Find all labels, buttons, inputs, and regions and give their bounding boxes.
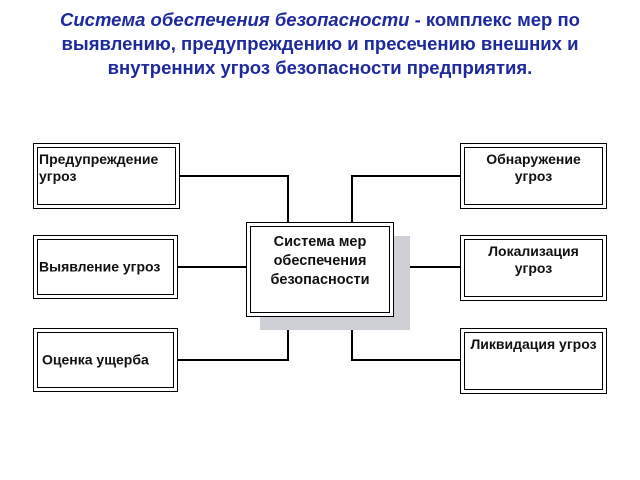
right-box-liquidation: Ликвидация угроз: [460, 328, 607, 394]
link-top-right: [351, 175, 460, 225]
right-box-localization-frame: [464, 239, 603, 297]
right-box-liquidation-label: Ликвидация угроз: [470, 336, 597, 352]
left-box-damage-label: Оценка ущерба: [42, 351, 149, 368]
center-box-frame: [250, 226, 390, 313]
center-box: Система мер обеспечения безопасности: [246, 222, 394, 317]
center-box-label: Система мер обеспечения безопасности: [270, 234, 370, 288]
link-bottom-right: [351, 315, 460, 361]
link-top-left: [180, 175, 289, 225]
left-box-detection-label: Выявление угроз: [39, 258, 161, 275]
title-lead: Система обеспечения безопасности: [60, 9, 410, 30]
left-box-damage: Оценка ущерба: [33, 328, 178, 392]
left-box-prevention-frame: [37, 147, 176, 205]
page-title: Система обеспечения безопасности - компл…: [20, 8, 620, 80]
right-box-discovery: Обнаружение угроз: [460, 143, 607, 209]
left-box-prevention: Предупреждение угроз: [33, 143, 180, 209]
right-box-liquidation-frame: [464, 332, 603, 390]
left-box-detection: Выявление угроз: [33, 235, 178, 299]
right-box-discovery-frame: [464, 147, 603, 205]
left-box-detection-frame: [37, 239, 174, 295]
right-box-discovery-label: Обнаружение угроз: [486, 151, 581, 184]
right-box-localization-label: Локализация угроз: [488, 243, 579, 276]
left-box-prevention-label: Предупреждение угроз: [39, 151, 159, 184]
link-bottom-left: [178, 315, 289, 361]
left-box-damage-frame: [37, 332, 174, 388]
title-rest: - комплекс мер по выявлению, предупрежде…: [61, 9, 580, 78]
right-box-localization: Локализация угроз: [460, 235, 607, 301]
